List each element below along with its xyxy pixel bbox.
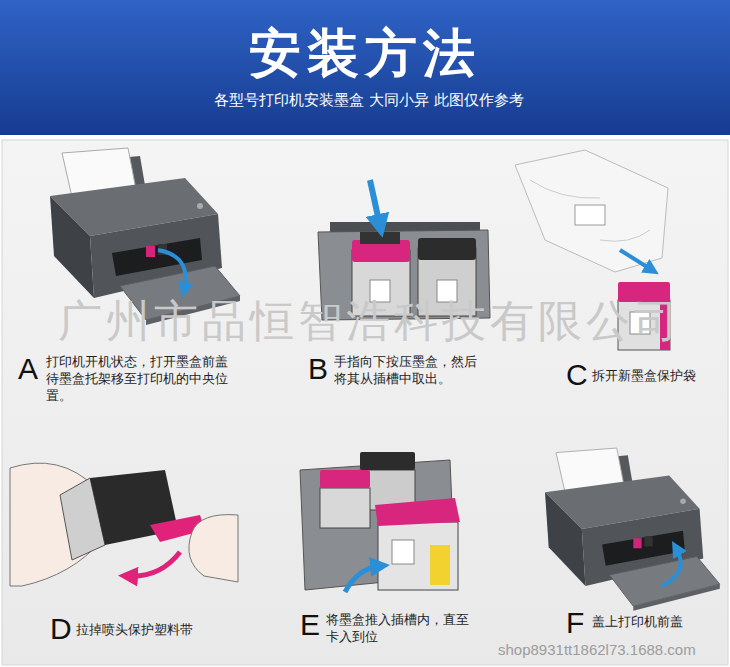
watermark: 广州市品恒智浩科技有限公司 bbox=[58, 296, 682, 347]
illustration-part bbox=[530, 180, 650, 241]
illustration-part bbox=[545, 448, 720, 611]
illustration-part bbox=[320, 470, 370, 488]
illustration-part bbox=[620, 250, 652, 270]
hands-drawing bbox=[10, 463, 238, 586]
illustration-part bbox=[128, 552, 180, 576]
step-caption: 手指向下按压墨盒，然后 将其从插槽中取出。 bbox=[334, 354, 484, 388]
illustration-part bbox=[418, 238, 476, 260]
header-band bbox=[0, 0, 730, 135]
step-caption: 盖上打印机前盖 bbox=[592, 614, 683, 631]
illustration-part bbox=[189, 515, 238, 582]
step-caption: 将墨盒推入插槽内，直至 卡入到位 bbox=[326, 612, 476, 646]
step-caption: 拆开新墨盒保护袋 bbox=[592, 368, 696, 385]
watermark-url: shop8931tt1862l73.1688.com bbox=[498, 640, 696, 660]
step-letter: E bbox=[300, 608, 320, 641]
illustration-part bbox=[662, 548, 681, 586]
illustration-part bbox=[392, 540, 414, 564]
page-title: 安装方法 bbox=[0, 22, 730, 84]
step-letter: A bbox=[18, 352, 38, 385]
content-panel bbox=[2, 140, 728, 665]
illustration-part bbox=[370, 180, 380, 226]
subtitle: 各型号打印机安装墨盒 大同小异 此图仅作参考 bbox=[4, 90, 730, 110]
illustration-part bbox=[378, 522, 458, 590]
step-caption: 打印机开机状态，打开墨盒前盖 待墨盒托架移至打印机的中央位置。 bbox=[46, 354, 242, 405]
illustration-part bbox=[575, 205, 605, 225]
insert-drawing bbox=[300, 452, 460, 592]
illustration-part bbox=[515, 150, 668, 272]
illustration-part bbox=[360, 452, 415, 470]
step-letter: D bbox=[50, 612, 72, 645]
step-letter: C bbox=[566, 358, 588, 391]
step-letter: F bbox=[566, 606, 584, 639]
step-letter: B bbox=[308, 352, 328, 385]
step-caption: 拉掉喷头保护塑料带 bbox=[76, 622, 193, 639]
illustration-part bbox=[320, 488, 370, 528]
illustration-part bbox=[158, 250, 186, 290]
illustration-part bbox=[430, 545, 450, 585]
illustration-part bbox=[360, 232, 400, 244]
illustration-part bbox=[345, 566, 380, 592]
illustration-part bbox=[375, 498, 460, 526]
printer-drawing bbox=[545, 448, 720, 611]
